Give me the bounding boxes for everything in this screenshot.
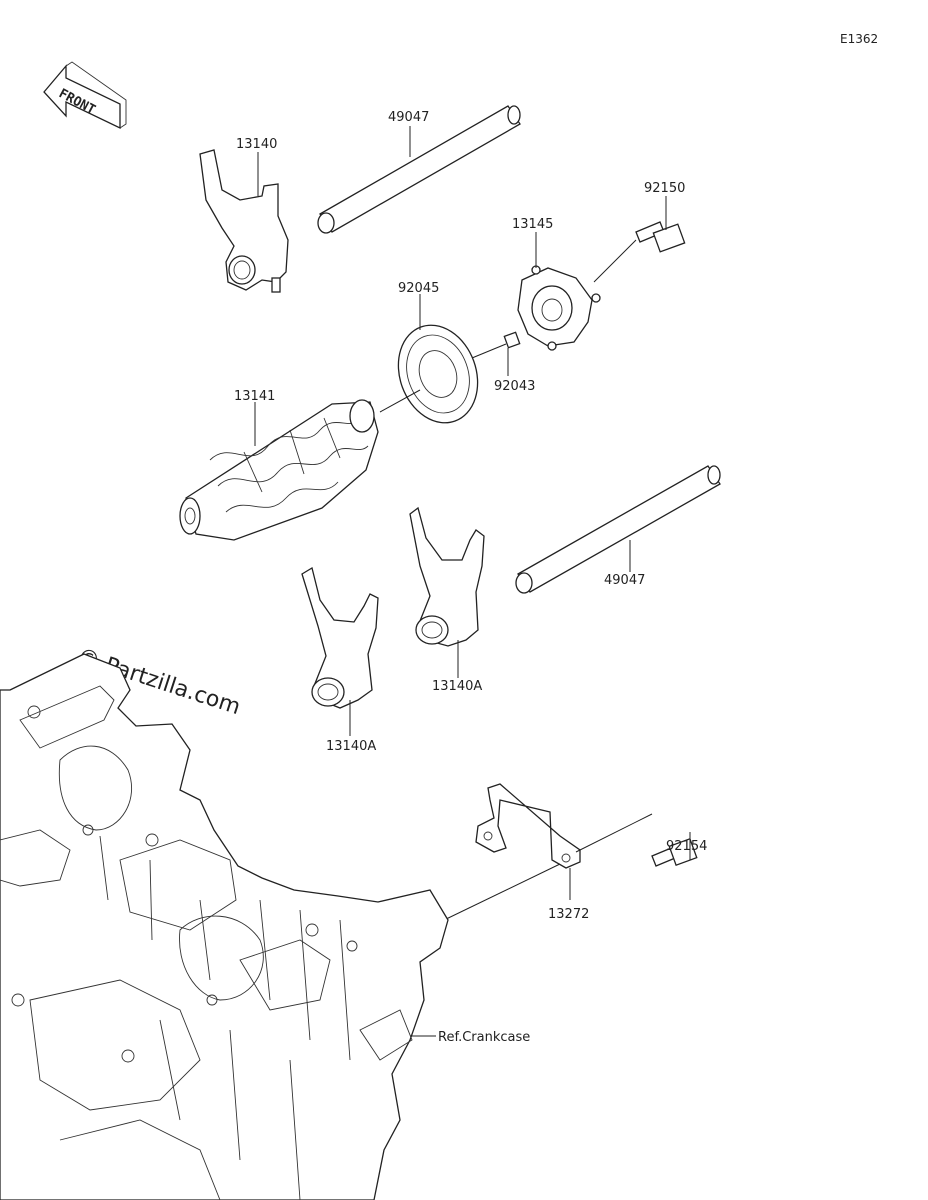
shift-fork-13140 <box>199 149 289 293</box>
shift-fork-13140a-right <box>409 506 485 647</box>
diagram-code: E1362 <box>840 32 878 46</box>
front-arrow-icon: FRONT <box>43 61 127 130</box>
callout-13141: 13141 <box>234 389 275 404</box>
callout-92154: 92154 <box>666 839 707 854</box>
shift-drum-13141 <box>179 399 379 541</box>
callout-13140: 13140 <box>236 137 277 152</box>
shift-cam-13145 <box>517 265 601 351</box>
callout-92045: 92045 <box>398 281 439 296</box>
callout-13272: 13272 <box>548 907 589 922</box>
shift-rod-bottom <box>515 465 721 594</box>
callout-49047-top: 49047 <box>388 110 429 125</box>
crankcase-ref <box>0 653 449 1200</box>
callout-13140a-right: 13140A <box>432 679 482 694</box>
guide-plate-13272 <box>475 783 581 869</box>
callout-49047-bottom: 49047 <box>604 573 645 588</box>
shift-fork-13140a-left <box>301 566 379 709</box>
callout-13140a-left: 13140A <box>326 739 376 754</box>
callout-92150: 92150 <box>644 181 685 196</box>
bearing-92045 <box>397 324 479 424</box>
bolt-92150 <box>635 221 686 253</box>
pin-92043 <box>503 331 521 349</box>
shift-rod-top <box>317 105 521 234</box>
callout-92043: 92043 <box>494 379 535 394</box>
callout-13145: 13145 <box>512 217 553 232</box>
ref-crankcase-label: Ref.Crankcase <box>438 1030 530 1045</box>
